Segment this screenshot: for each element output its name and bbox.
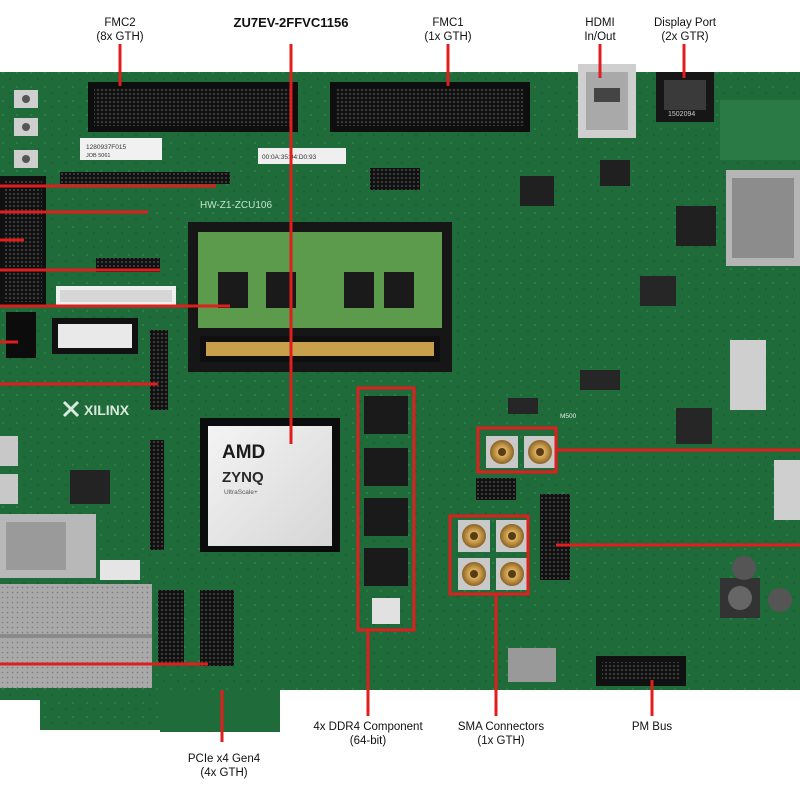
ddr4-label-line1: 4x DDR4 Component [313,721,423,733]
chip-family-text: ZYNQ [222,469,264,486]
usb-ports [0,436,18,504]
ddr4-label-line2: (64-bit) [349,735,387,747]
zynq-mpsoc-chip: AMD ZYNQ UltraScale+ [200,418,340,552]
pm-bus-header [596,656,686,686]
mac-sticker-text: 00:0A:35:04:D0:93 [262,154,317,161]
dip-switch [52,318,138,354]
silkscreen-part: HW-Z1-ZCU106 [200,200,272,211]
ddr4-callout-box [356,386,416,632]
callout-lines [0,44,800,742]
power-chip [508,648,556,682]
fmc1-label-line2: (1x GTH) [424,31,472,43]
inductors [720,556,792,618]
ddr4-label: 4x DDR4 Component (64-bit) [298,720,438,748]
fmc2-label-line1: FMC2 [104,17,136,29]
sma-lower-callout-box [448,514,530,596]
serial-sticker-sub: JOB 5061 [86,153,110,159]
leds-mark: M500 [560,413,577,420]
white-connector [56,286,176,306]
left-pushbuttons [14,90,38,168]
ethernet-port [0,514,96,578]
hdmi-label-line2: In/Out [584,31,616,43]
fmc2-connector [88,82,298,132]
pcie-label: PCIe x4 Gen4 (4x GTH) [176,752,272,780]
sma-label: SMA Connectors (1x GTH) [446,720,556,748]
pmbus-label-line1: PM Bus [631,721,673,733]
fmc2-label: FMC2 (8x GTH) [80,16,160,44]
vertical-header-left [150,330,168,550]
fmc1-label: FMC1 (1x GTH) [408,16,488,44]
sfp-cages [0,584,152,688]
pcie-label-line1: PCIe x4 Gen4 [187,753,261,765]
serial-sticker: 1280937F015 JOB 5061 [80,138,162,160]
device-label: ZU7EV-2FFVC1156 [206,16,376,30]
left-headers [0,172,230,306]
sma-label-line1: SMA Connectors [457,721,545,733]
pcie-label-line2: (4x GTH) [200,767,248,779]
device-label-line1: ZU7EV-2FFVC1156 [233,15,349,30]
xilinx-logo: XILINX [62,400,130,418]
sma-label-line2: (1x GTH) [477,735,525,747]
sata-connector [6,312,36,358]
xilinx-logo-text: XILINX [84,402,130,418]
fmc2-label-line2: (8x GTH) [96,31,144,43]
serial-sticker-text: 1280937F015 [86,144,127,151]
dp-connector-mark: 1502094 [668,111,695,118]
small-chips-left [70,470,184,664]
displayport-connector: 1502094 [656,72,714,122]
fmc1-connector [330,82,530,132]
mac-sticker: 00:0A:35:04:D0:93 [258,148,346,164]
chip-sub-text: UltraScale+ [224,489,258,496]
right-chips [370,100,800,520]
sodimm-memory [188,222,452,372]
hdmi-label: HDMI In/Out [570,16,630,44]
displayport-label-line1: Display Port [654,17,716,29]
ddr4-chips [364,396,408,624]
hdmi-connector [578,64,636,138]
hdmi-label-line1: HDMI [585,17,615,29]
displayport-label-line2: (2x GTR) [661,31,709,43]
header-center [200,478,570,666]
chip-brand-text: AMD [222,442,265,463]
pmbus-label: PM Bus [614,720,690,734]
sma-connectors [458,436,556,590]
displayport-label: Display Port (2x GTR) [640,16,730,44]
pcie-gold-fingers [164,710,276,732]
fmc1-label-line1: FMC1 [432,17,464,29]
sd-card-slot [726,170,800,266]
